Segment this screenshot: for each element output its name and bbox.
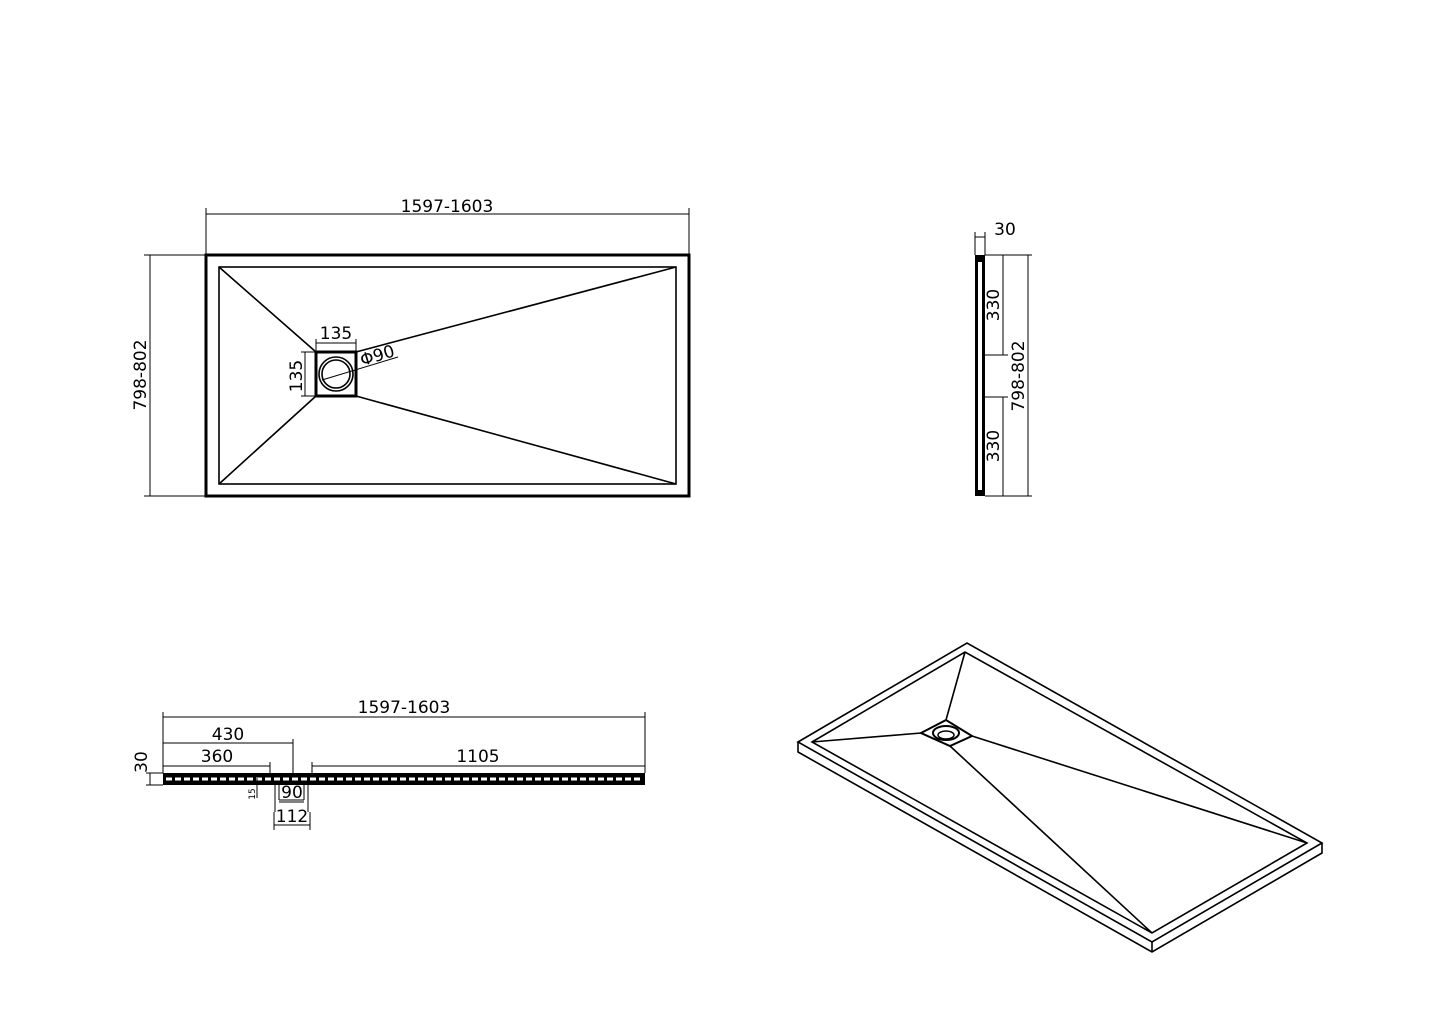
side-view: 30 330 330 798-802 [974, 220, 1032, 497]
isometric-view [796, 642, 1324, 953]
tray-inner-edge [218, 266, 677, 485]
drain [314, 350, 358, 398]
width-dimension: 798-802 [131, 339, 151, 410]
front-depth-dimension: 15 [248, 788, 258, 799]
front-view: 1597-1603 430 360 1105 30 15 90 112 [132, 698, 646, 830]
iso-drain [918, 718, 975, 748]
front-360-dimension: 360 [201, 747, 233, 767]
drain-height-dimension: 135 [287, 360, 307, 392]
side-upper-dimension: 330 [984, 289, 1004, 321]
tray-outline [204, 253, 691, 498]
front-430-dimension: 430 [212, 725, 244, 745]
front-length-dimension: 1597-1603 [358, 698, 451, 718]
dimension-lines [144, 208, 690, 497]
drain-diameter-dimension: Φ90 [358, 342, 397, 371]
side-lower-dimension: 330 [984, 430, 1004, 462]
top-view: 1597-1603 798-802 135 135 Φ90 [131, 197, 691, 498]
front-1105-dimension: 1105 [456, 747, 499, 767]
drain-width-dimension: 135 [320, 324, 352, 344]
length-dimension: 1597-1603 [401, 197, 494, 217]
side-width-dimension: 798-802 [1009, 340, 1029, 411]
front-thickness-dimension: 30 [132, 751, 152, 773]
drain-body [274, 785, 309, 812]
slope-lines [218, 266, 677, 485]
side-thickness-dimension: 30 [994, 220, 1016, 240]
front-90-dimension: 90 [281, 783, 303, 803]
front-112-dimension: 112 [276, 807, 308, 827]
